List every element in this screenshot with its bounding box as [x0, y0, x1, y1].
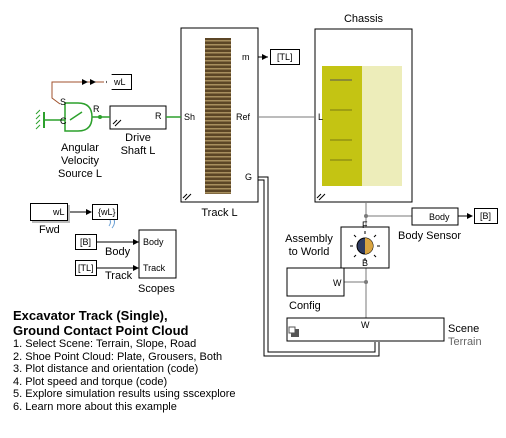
description-title-2: Ground Contact Point Cloud — [13, 323, 189, 338]
chassis-label: Chassis — [343, 13, 384, 25]
track-port-sh: Sh — [184, 112, 196, 122]
wl-from-tag[interactable]: wL — [106, 74, 132, 90]
description-item[interactable]: 5. Explore simulation results using ssce… — [13, 388, 236, 401]
track-image — [205, 38, 231, 194]
scopes-port-track: Track — [143, 263, 166, 273]
link-icon — [316, 193, 326, 201]
arrow-icon — [82, 79, 96, 85]
description-item[interactable]: 6. Learn more about this example — [13, 400, 177, 413]
body-sensor-label: Body Sensor — [398, 230, 461, 242]
body-sensor-block[interactable] — [411, 207, 459, 226]
fwd-block[interactable]: wL — [30, 203, 68, 221]
description-title-1: Excavator Track (Single), — [13, 308, 168, 323]
axes-icon — [350, 231, 380, 261]
fwd-label: Fwd — [39, 224, 60, 236]
chassis-block[interactable] — [314, 28, 413, 203]
config-label: Config — [289, 300, 321, 312]
scene-subtitle: Terrain — [448, 336, 482, 348]
description-item[interactable]: 4. Plot speed and torque (code) — [13, 375, 168, 388]
track-port-g: G — [245, 172, 253, 182]
scene-label: Scene — [448, 323, 480, 335]
body-sensor-port: Body — [429, 212, 450, 222]
assembly-to-world-block[interactable] — [340, 226, 390, 269]
description-item[interactable]: 2. Shoe Point Cloud: Plate, Grousers, Bo… — [13, 350, 223, 363]
velocity-port-c: C — [60, 116, 67, 126]
config-block[interactable] — [286, 267, 345, 297]
scopes-block[interactable] — [138, 229, 177, 279]
assembly-label: Assembly to World — [285, 233, 333, 258]
scene-block[interactable] — [286, 317, 445, 342]
assembly-port-f: F — [362, 220, 368, 230]
assembly-port-b: B — [362, 258, 369, 268]
velocity-source-label: Angular Velocity Source L — [57, 142, 103, 180]
b-goto-tag[interactable]: [B] — [474, 208, 498, 224]
track-block[interactable] — [180, 27, 259, 203]
drive-port-r: R — [155, 111, 162, 121]
model-description: Excavator Track (Single), Ground Contact… — [13, 308, 236, 414]
link-icon — [182, 193, 192, 201]
description-item[interactable]: 3. Plot distance and orientation (code) — [13, 363, 199, 376]
chassis-port-l: L — [318, 112, 324, 122]
drive-shaft-label: Drive Shaft L — [120, 132, 156, 157]
body-signal-label: Body — [105, 246, 131, 258]
track-port-m: m — [242, 52, 250, 62]
scopes-port-body: Body — [143, 237, 164, 247]
velocity-source-block[interactable] — [35, 102, 102, 132]
scene-port-w: W — [361, 320, 370, 330]
link-icon — [112, 119, 122, 127]
track-port-ref: Ref — [236, 112, 251, 122]
tl-goto-tag[interactable]: [TL] — [270, 49, 300, 65]
config-port-w: W — [333, 278, 342, 288]
tl-from-tag[interactable]: [TL] — [75, 260, 97, 276]
track-signal-label: Track — [105, 270, 133, 282]
description-item[interactable]: 1. Select Scene: Terrain, Slope, Road — [13, 338, 197, 350]
b-from-tag[interactable]: [B] — [75, 234, 97, 250]
velocity-port-r: R — [93, 104, 100, 114]
scopes-label: Scopes — [138, 283, 175, 295]
track-label: Track L — [201, 207, 238, 219]
wl-goto-tag[interactable]: {wL} — [92, 204, 118, 220]
velocity-port-s: S — [60, 97, 67, 107]
